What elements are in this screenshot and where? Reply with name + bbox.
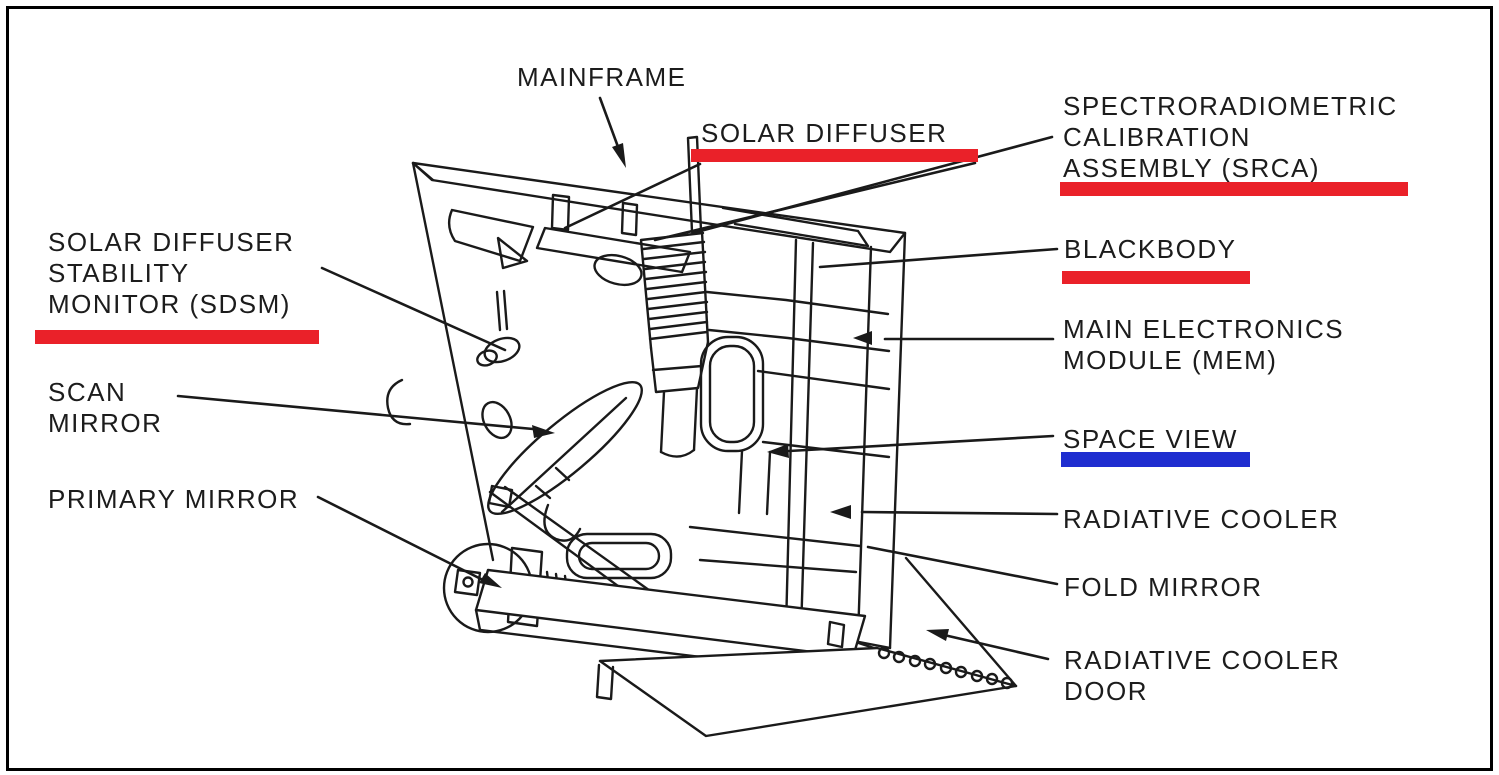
solar-diffuser-underline [691, 149, 978, 162]
label-blackbody: BLACKBODY [1064, 234, 1237, 264]
label-mainframe: MAINFRAME [517, 62, 687, 92]
label-sdsm: SOLAR DIFFUSER STABILITY MONITOR (SDSM) [48, 227, 295, 319]
blackbody-underline [1062, 271, 1250, 284]
mainframe-box [411, 135, 907, 651]
sdsm-assembly [476, 289, 521, 367]
label-scan-mirror: SCAN MIRROR [48, 377, 163, 438]
space-view-underline [1061, 452, 1250, 467]
label-srca: SPECTRORADIOMETRIC CALIBRATION ASSEMBLY … [1063, 91, 1398, 183]
srca-underline [1060, 182, 1408, 196]
label-radiative-cooler-door: RADIATIVE COOLER DOOR [1064, 645, 1341, 706]
leader-lines [176, 96, 1059, 661]
label-main-electronics-module: MAIN ELECTRONICS MODULE (MEM) [1063, 314, 1345, 375]
label-radiative-cooler: RADIATIVE COOLER [1063, 504, 1340, 534]
label-fold-mirror: FOLD MIRROR [1064, 572, 1263, 602]
fold-mirror-housing [565, 532, 673, 580]
srca-fin-stack [639, 230, 710, 458]
base-and-doors [474, 556, 1018, 738]
sdsm-underline [35, 330, 319, 344]
scan-mirror-assembly [386, 378, 643, 542]
label-primary-mirror: PRIMARY MIRROR [48, 484, 300, 514]
panel-cutout [447, 208, 535, 270]
label-solar-diffuser: SOLAR DIFFUSER [701, 118, 948, 148]
leader-arrowheads [479, 143, 949, 641]
label-space-view: SPACE VIEW [1063, 424, 1238, 454]
space-view-port [699, 335, 772, 516]
